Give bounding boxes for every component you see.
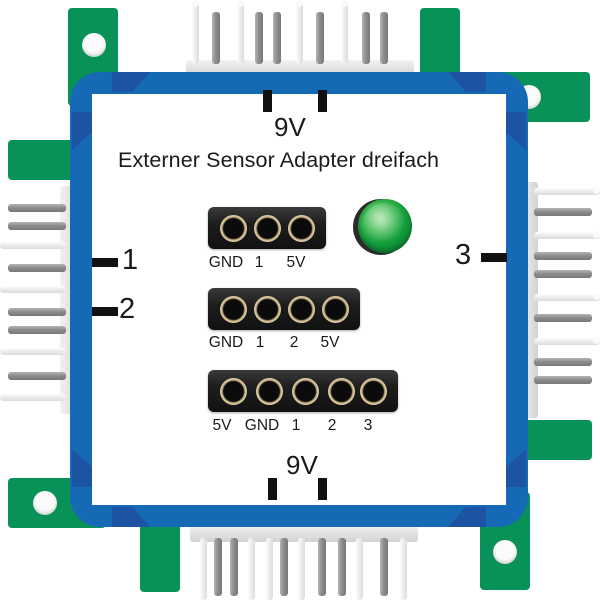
header-4pin-label-3: 2 [289, 334, 299, 351]
pin-top-9 [362, 12, 370, 64]
pin-bottom-4 [248, 538, 255, 600]
pin-right-6 [534, 294, 600, 301]
pin-top-6 [296, 2, 303, 64]
header-4pin-label-2: 1 [255, 334, 265, 351]
pin-comb-bottom [190, 524, 418, 600]
pin-bottom-11 [380, 538, 388, 596]
header-3pin-label-3: 5V [286, 254, 306, 271]
pin-top-1 [192, 2, 199, 64]
pin-left-6 [8, 308, 66, 316]
pin-top-7 [316, 12, 324, 64]
pin-left-9 [8, 372, 66, 380]
pin-bottom-12 [400, 538, 407, 600]
pin-bottom-6 [280, 538, 288, 596]
pin-bottom-2 [214, 538, 222, 596]
contact-pad-9v-bottom-right[interactable] [318, 478, 327, 500]
label-port-1: 1 [122, 244, 139, 276]
header-5pin-hole-4[interactable] [328, 378, 355, 405]
header-5pin-label-2: GND [244, 417, 280, 434]
mounting-hole-top-left [82, 33, 106, 57]
pin-top-10 [380, 12, 388, 64]
contact-pad-9v-top-right[interactable] [318, 90, 327, 112]
header-4pin-label-4: 5V [320, 334, 340, 351]
label-9v-top: 9V [274, 112, 306, 142]
pin-cap-right-8 [593, 337, 600, 344]
pin-top-5 [273, 12, 281, 64]
header-5pin-hole-3[interactable] [292, 378, 319, 405]
header-3pin[interactable] [208, 207, 326, 249]
header-3pin-hole-1[interactable] [220, 215, 247, 242]
contact-pad-9v-bottom-left[interactable] [268, 478, 277, 500]
header-5pin-label-3: 1 [291, 417, 301, 434]
pin-left-2 [8, 222, 66, 230]
header-5pin-hole-2[interactable] [256, 378, 283, 405]
pin-top-4 [255, 12, 263, 64]
header-5pin-label-4: 2 [327, 417, 337, 434]
pin-bottom-9 [338, 538, 346, 596]
mounting-hole-bottom-left [33, 491, 57, 515]
page-title: Externer Sensor Adapter dreifach [118, 148, 440, 172]
pin-right-5 [534, 270, 592, 278]
header-5pin-label-5: 3 [363, 417, 373, 434]
pin-bottom-7 [298, 538, 305, 600]
header-3pin-label-2: 1 [254, 254, 264, 271]
pin-right-1 [534, 188, 600, 195]
pin-left-7 [8, 326, 66, 334]
header-4pin-hole-3[interactable] [288, 296, 315, 323]
pin-top-2 [212, 12, 220, 64]
pin-right-3 [534, 232, 600, 239]
contact-pad-left-1[interactable] [92, 258, 118, 267]
pin-cap-top-6 [296, 0, 303, 7]
pin-cap-top-8 [341, 0, 348, 7]
mounting-hole-bottom-right [493, 540, 517, 564]
header-5pin-hole-5[interactable] [360, 378, 387, 405]
label-port-2: 2 [119, 293, 136, 325]
header-3pin-hole-2[interactable] [254, 215, 281, 242]
pin-left-8 [0, 348, 66, 355]
pin-cap-top-1 [192, 0, 199, 7]
pin-cap-right-1 [593, 187, 600, 194]
pin-right-9 [534, 358, 592, 366]
label-9v-bottom: 9V [286, 450, 318, 480]
header-4pin-label-1: GND [208, 334, 244, 351]
header-4pin-hole-2[interactable] [254, 296, 281, 323]
pin-cap-right-3 [593, 231, 600, 238]
header-5pin-label-1: 5V [212, 417, 232, 434]
header-4pin-hole-1[interactable] [220, 296, 247, 323]
contact-pad-left-2[interactable] [92, 307, 118, 316]
pin-cap-top-3 [237, 0, 244, 7]
pin-right-7 [534, 314, 592, 322]
pin-bottom-1 [200, 538, 207, 600]
pin-bottom-10 [356, 538, 363, 600]
pin-right-10 [534, 376, 592, 384]
contact-pad-right-3[interactable] [481, 253, 507, 262]
pin-comb-bottom-bar [190, 524, 418, 542]
contact-pad-9v-top-left[interactable] [263, 90, 272, 112]
pin-right-4 [534, 252, 592, 260]
status-led-gloss [362, 203, 406, 247]
header-3pin-hole-3[interactable] [288, 215, 315, 242]
pin-top-3 [237, 2, 244, 64]
pin-top-8 [341, 2, 348, 64]
pin-left-3 [0, 242, 66, 249]
header-4pin[interactable] [208, 288, 360, 330]
header-5pin-hole-1[interactable] [220, 378, 247, 405]
pin-bottom-3 [230, 538, 238, 596]
pin-right-8 [534, 338, 600, 345]
header-5pin[interactable] [208, 370, 398, 412]
pin-left-1 [8, 204, 66, 212]
header-4pin-hole-4[interactable] [322, 296, 349, 323]
pin-bottom-8 [318, 538, 326, 596]
pin-left-5 [0, 286, 66, 293]
pin-left-4 [8, 264, 66, 272]
pin-bottom-5 [266, 538, 273, 600]
pin-left-10 [0, 394, 66, 401]
pin-cap-right-6 [593, 293, 600, 300]
pin-right-2 [534, 208, 592, 216]
label-port-3: 3 [455, 239, 472, 271]
header-3pin-label-1: GND [208, 254, 244, 271]
